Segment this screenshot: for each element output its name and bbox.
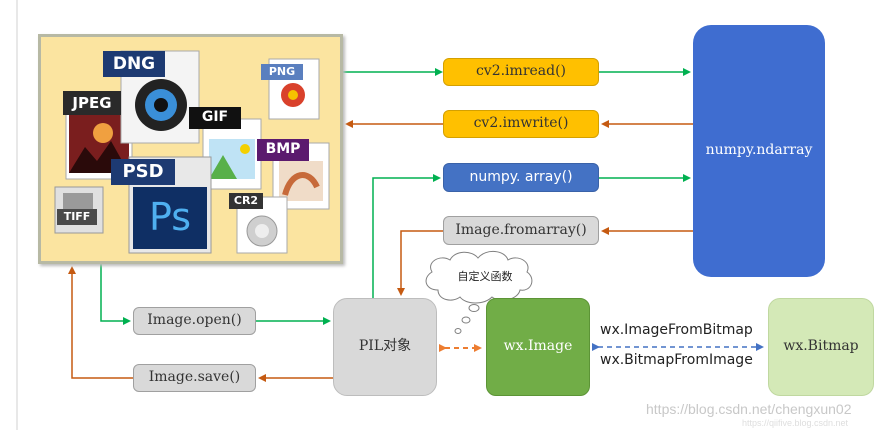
gif-tag: GIF xyxy=(189,107,241,129)
wx-image-node: wx.Image xyxy=(486,298,590,396)
jpeg-tag: JPEG xyxy=(63,91,121,115)
edge-pil-to-numpyarray xyxy=(372,174,441,298)
image-files-panel: DNG PNG JPEG GIF BMP PSD Ps TIFF CR2 xyxy=(38,34,343,264)
wx-bitmap-node: wx.Bitmap xyxy=(768,298,874,396)
pil-object-node: PIL对象 xyxy=(333,298,437,396)
psd-tag: PSD xyxy=(111,159,175,185)
image-from-bitmap-label: wx.ImageFromBitmap xyxy=(600,322,753,338)
watermark-main: https://blog.csdn.net/chengxun02 xyxy=(646,401,852,417)
cv2-imwrite-node: cv2.imwrite() xyxy=(443,110,599,138)
image-fromarray-node: Image.fromarray() xyxy=(443,216,599,245)
gif-file-icon xyxy=(202,118,262,190)
png-tag: PNG xyxy=(261,64,303,80)
edge-fromarray-to-pil xyxy=(397,230,443,296)
bmp-tag: BMP xyxy=(257,139,309,161)
thought-cloud xyxy=(425,251,533,334)
edge-save-to-files xyxy=(68,266,133,379)
bitmap-from-image-label: wx.BitmapFromImage xyxy=(600,352,753,368)
image-open-node: Image.open() xyxy=(133,307,256,335)
watermark-faint: https://qiifive.blog.csdn.net xyxy=(742,418,849,428)
custom-function-label: 自定义函数 xyxy=(457,269,513,283)
image-save-node: Image.save() xyxy=(133,364,256,392)
ps-logo: Ps xyxy=(148,195,192,240)
cr2-tag: CR2 xyxy=(229,193,263,209)
numpy-array-node: numpy. array() xyxy=(443,163,599,192)
cv2-imread-node: cv2.imread() xyxy=(443,58,599,86)
edge-files-to-open xyxy=(100,264,131,325)
numpy-ndarray-node: numpy.ndarray xyxy=(693,25,825,277)
dng-tag: DNG xyxy=(103,51,165,77)
tiff-tag: TIFF xyxy=(57,209,97,225)
